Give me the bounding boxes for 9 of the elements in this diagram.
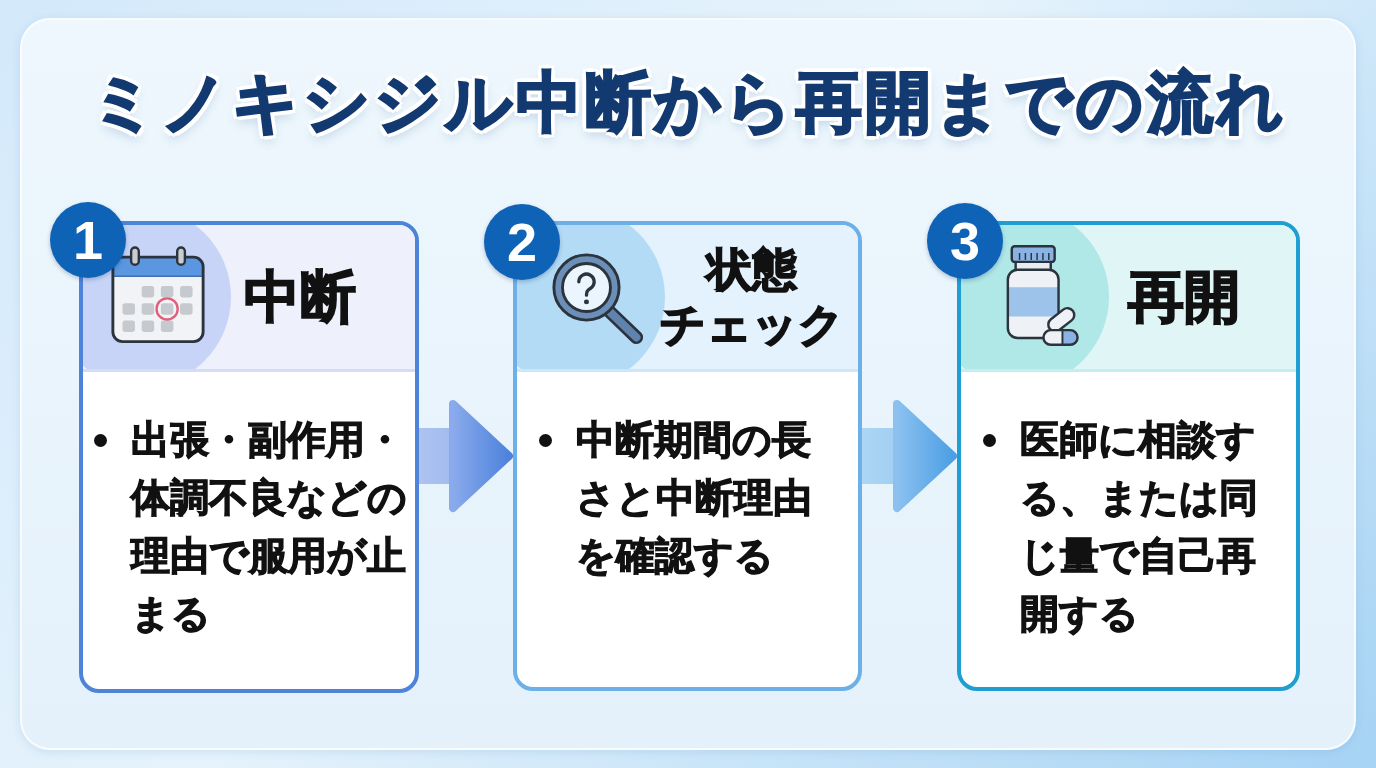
arrow <box>419 400 513 512</box>
arrow <box>862 400 957 512</box>
step-heading: 状態チェック <box>659 242 845 352</box>
title: ミノキシジル中断から再開までの流れ <box>89 68 1287 138</box>
step-description: 中断期間の長さと中断理由を確認する <box>576 416 813 580</box>
step-heading: 中断 <box>244 265 356 329</box>
step-description: 医師に相談する、または同じ量で自己再開する <box>1020 416 1258 638</box>
step-description: 出張・副作用・体調不良などの理由で服用が止まる <box>131 416 408 638</box>
step-heading: 再開 <box>1128 265 1240 329</box>
